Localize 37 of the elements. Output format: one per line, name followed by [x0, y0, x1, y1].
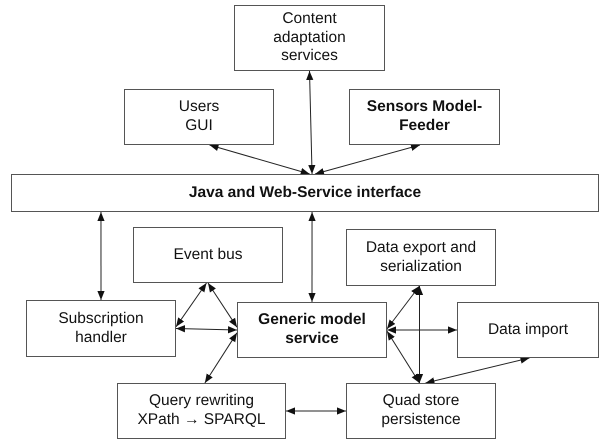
double-arrow — [386, 326, 458, 334]
double-arrow — [97, 212, 105, 300]
component-box — [346, 383, 496, 439]
component-label: Sensors Model-Feeder — [366, 98, 484, 136]
component-label: Data import — [488, 320, 568, 340]
double-arrow — [176, 282, 207, 328]
double-arrow — [176, 325, 238, 334]
component-label: Users GUI — [178, 98, 220, 136]
component-box — [11, 174, 599, 212]
component-box — [457, 302, 599, 358]
component-label: Data export and serialization — [364, 238, 478, 276]
component-label: Generic model service — [257, 311, 367, 349]
component-box — [346, 229, 496, 286]
double-arrow — [386, 286, 420, 330]
component-box — [234, 5, 385, 71]
component-label: Content adaptation services — [272, 10, 347, 66]
component-box — [133, 227, 283, 283]
component-label: Java and Web-Service interface — [188, 184, 422, 202]
component-box — [26, 300, 176, 357]
component-box — [117, 383, 286, 439]
component-label: Quad store persistence — [380, 392, 462, 430]
double-arrow — [425, 356, 530, 384]
component-box — [124, 89, 274, 145]
double-arrow — [306, 70, 316, 174]
double-arrow — [204, 332, 238, 384]
double-arrow — [314, 144, 420, 176]
double-arrow — [308, 212, 316, 302]
double-arrow — [286, 407, 346, 415]
double-arrow — [209, 144, 310, 175]
component-box — [237, 302, 387, 358]
component-label: Event bus — [174, 246, 242, 264]
component-label: Query rewriting XPath → SPARQL — [136, 392, 267, 430]
double-arrow — [208, 282, 238, 328]
component-box — [349, 89, 500, 145]
component-label: Subscription handler — [57, 310, 145, 348]
double-arrow — [416, 286, 424, 384]
double-arrow — [386, 330, 420, 384]
